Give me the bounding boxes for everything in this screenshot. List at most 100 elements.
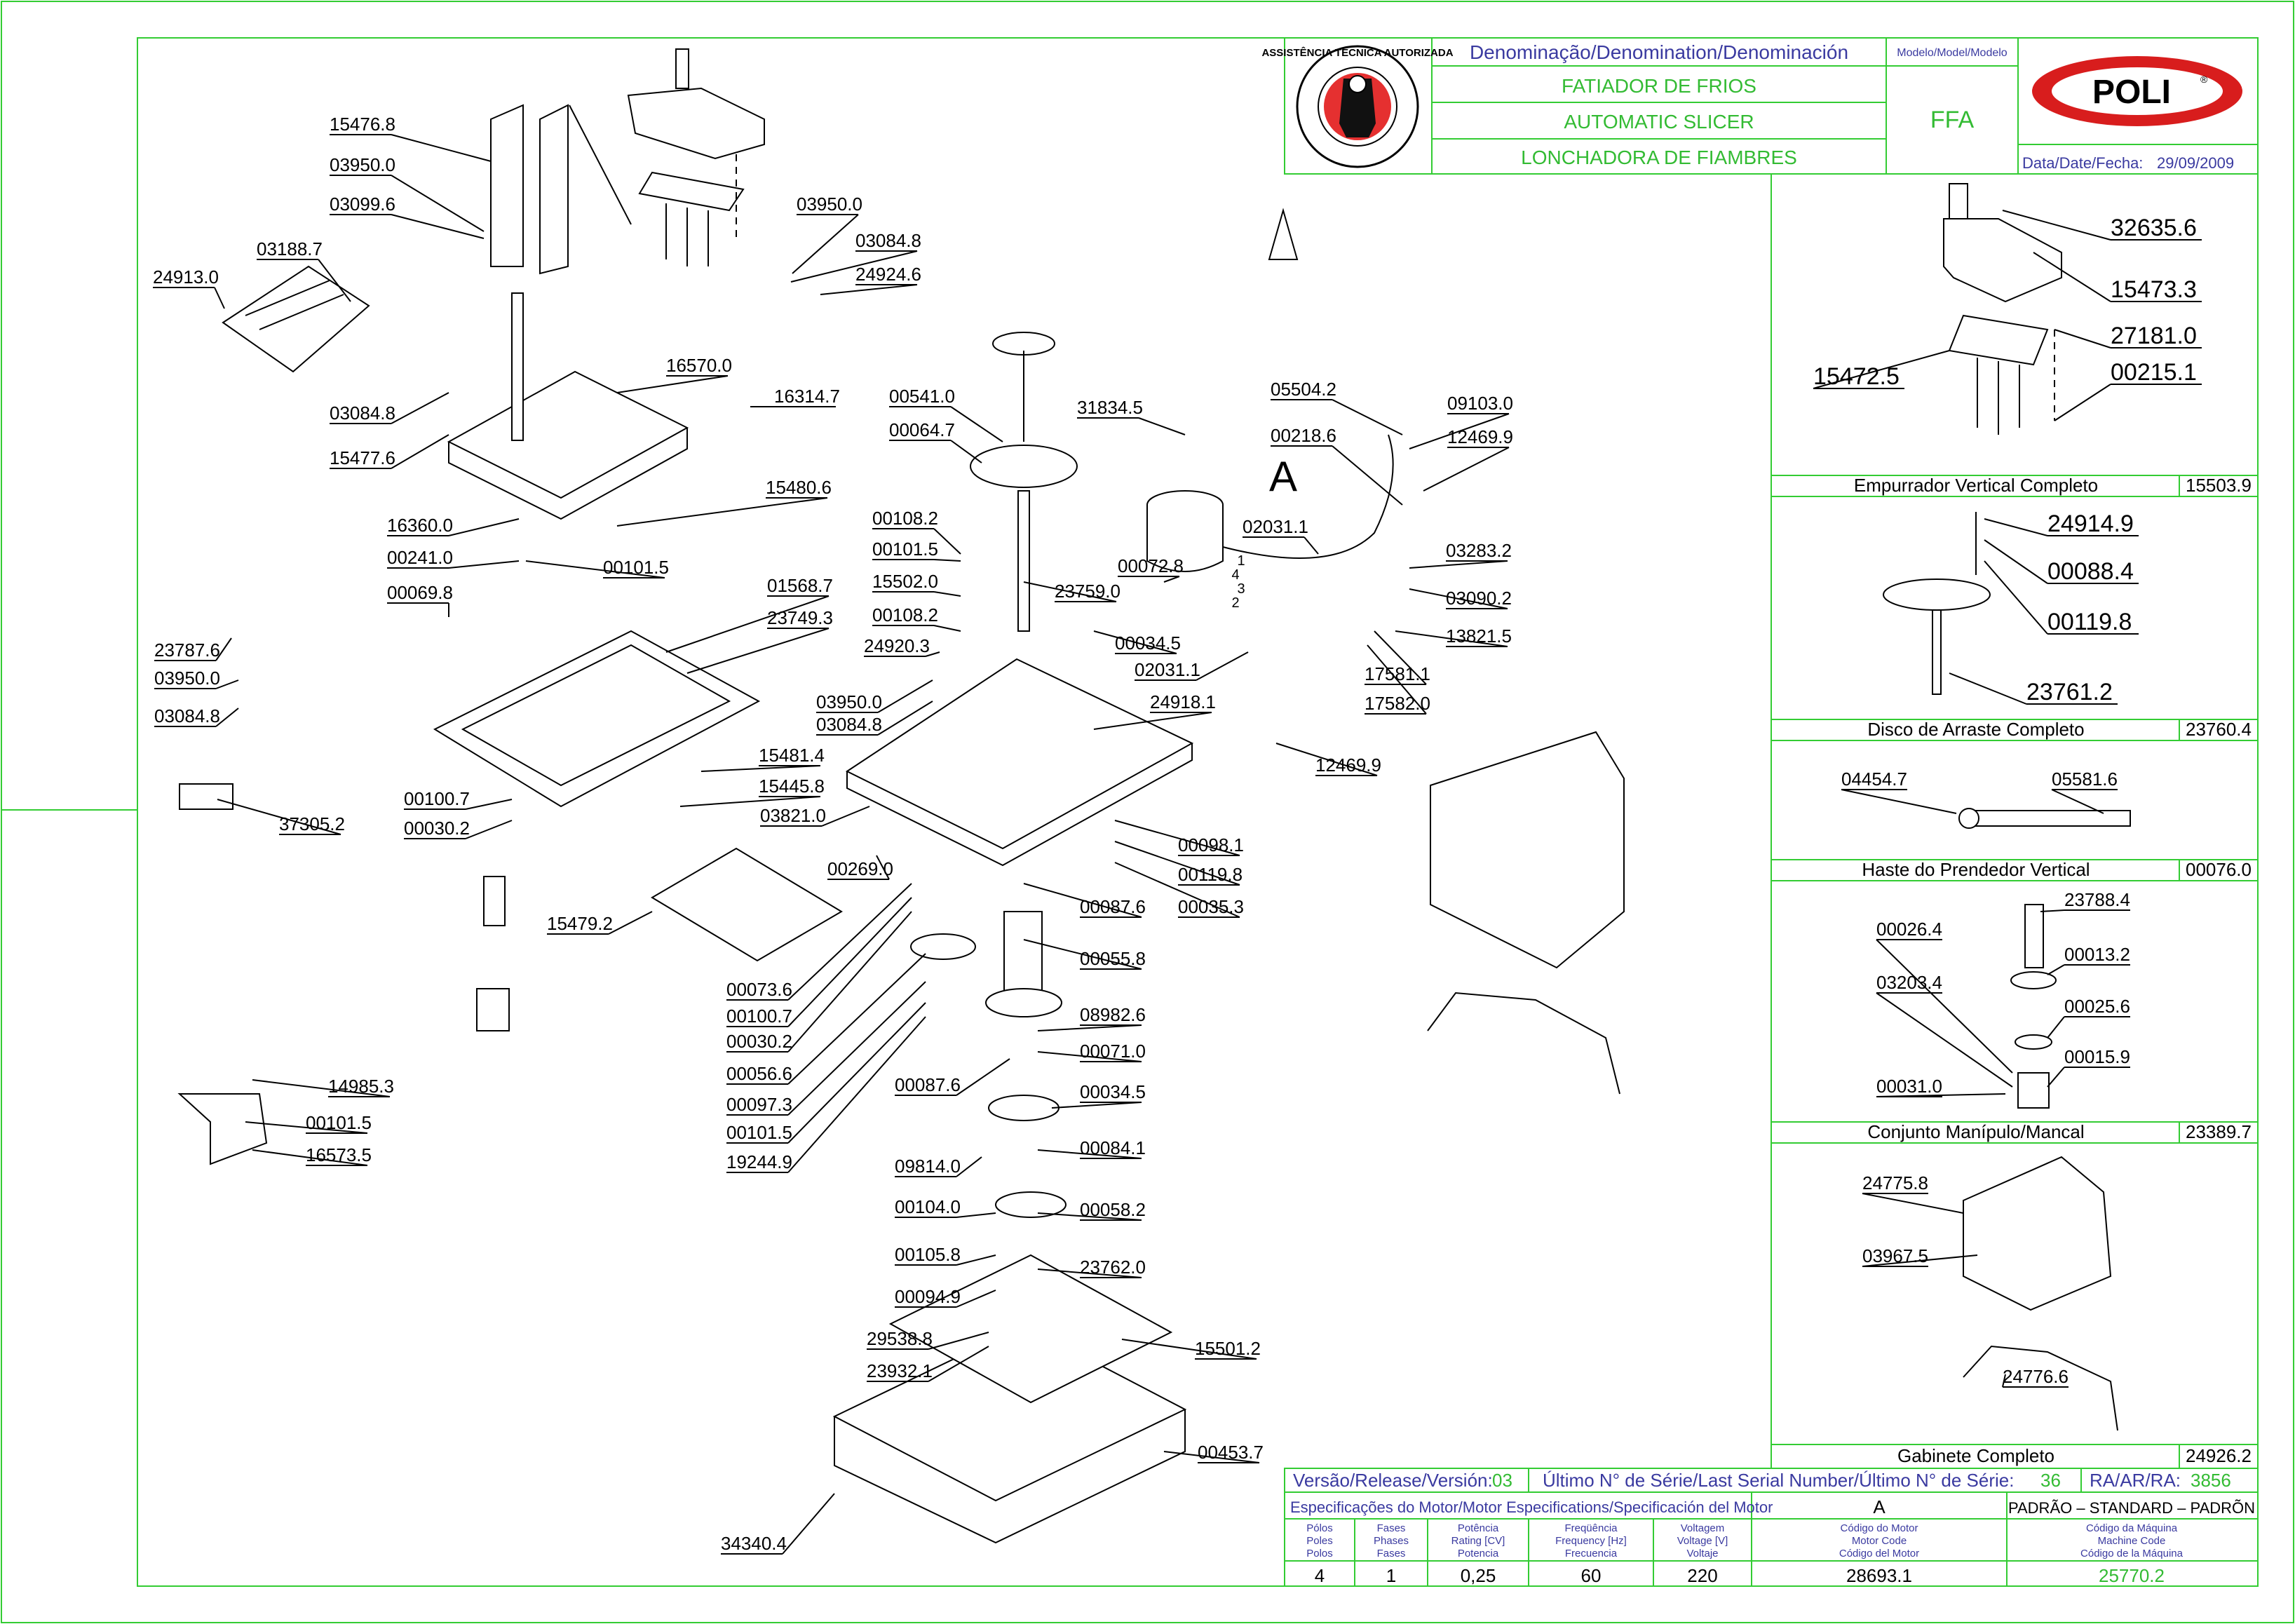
part-callout: 15445.8 [759, 776, 825, 797]
part-callout: 00072.8 [1118, 555, 1184, 576]
leader-line [1275, 743, 1378, 776]
part-callout: 23761.2 [2026, 679, 2113, 705]
serial-value: 36 [2040, 1470, 2061, 1491]
part-callout: 03084.8 [330, 402, 395, 424]
leader-line [215, 637, 232, 661]
spec-header: Código da Máquina [2086, 1522, 2178, 1534]
subassembly-name: Empurrador Vertical Completo [1854, 475, 2098, 496]
part-callout: 05504.2 [1271, 379, 1336, 400]
subassembly-name: Disco de Arraste Completo [1867, 719, 2084, 740]
part-callout: 00013.2 [2064, 944, 2130, 965]
part-callout: 00215.1 [2111, 359, 2197, 386]
part-callout: 23787.6 [154, 640, 220, 661]
part-callout: 00088.4 [2047, 558, 2134, 585]
leader-line [787, 981, 926, 1116]
part-callout: 00105.8 [895, 1244, 961, 1265]
leader-line [679, 796, 821, 807]
leader-line [1023, 939, 1142, 970]
spec-header: Machine Code [2098, 1535, 2166, 1547]
leader-line [252, 1149, 368, 1166]
serial-label: Último N° de Série/Last Serial Number/Úl… [1543, 1470, 2014, 1491]
leader-line [787, 897, 912, 1027]
leader-line [1304, 536, 1319, 555]
part-callout: 12469.9 [1447, 426, 1513, 447]
denomination-header: Denominação/Denomination/Denominación [1470, 41, 1848, 63]
part-callout: 00218.6 [1271, 425, 1336, 446]
leader-line [950, 440, 982, 463]
part-callout: 29538.8 [867, 1328, 933, 1349]
leader-line [876, 855, 890, 880]
leader-line [700, 765, 821, 772]
subassembly-name: Gabinete Completo [1897, 1445, 2054, 1466]
part-callout: 34340.4 [721, 1533, 787, 1554]
part-callout: 23788.4 [2064, 889, 2130, 910]
handle-bearing-drawing [2010, 904, 2057, 1109]
leader-line [391, 214, 485, 239]
leader-line [2054, 329, 2111, 349]
leader-line [1949, 672, 2027, 705]
leader-line [925, 651, 940, 657]
part-callout: 03950.0 [816, 691, 882, 712]
version-label: Versão/Release/Versión: [1293, 1470, 1493, 1491]
spec-value: 60 [1581, 1565, 1602, 1586]
part-callout: 00119.8 [2047, 609, 2132, 635]
part-callout: 00064.7 [889, 419, 955, 440]
part-callout: 24913.0 [153, 266, 219, 287]
leader-line [787, 883, 912, 1001]
part-callout: 00025.6 [2064, 996, 2130, 1017]
leader-line [245, 1121, 368, 1134]
leader-line [1138, 417, 1186, 435]
leader-line [391, 134, 492, 162]
part-callout: 16360.0 [387, 515, 453, 536]
leader-line [2002, 1374, 2006, 1388]
vertical-pusher-drawing [1943, 183, 2062, 435]
part-callout: 00034.5 [1115, 632, 1181, 654]
spec-value: 25770.2 [2099, 1565, 2165, 1586]
part-callout: 15473.3 [2111, 276, 2197, 303]
leader-line [956, 1212, 996, 1218]
part-callout: 00541.0 [889, 386, 955, 407]
part-callout: 02031.1 [1243, 516, 1308, 537]
leader-line [877, 679, 933, 713]
leader-line [1374, 630, 1427, 685]
leader-line [1163, 576, 1180, 583]
part-callout: 17582.0 [1365, 693, 1430, 714]
standard-label: PADRÃO – STANDARD – PADRÕN [2008, 1499, 2255, 1517]
part-callout: 15476.8 [330, 114, 395, 135]
part-callout: 15479.2 [547, 913, 613, 934]
leader-line [1093, 630, 1177, 654]
leader-line [928, 1346, 989, 1382]
leader-line [956, 1058, 1010, 1096]
leader-line [787, 911, 912, 1053]
part-callout: 23762.0 [1080, 1257, 1146, 1278]
part-callout: 00031.0 [1876, 1076, 1942, 1097]
part-callout: 00097.3 [726, 1094, 792, 1115]
part-callout: 03099.6 [330, 194, 395, 215]
part-callout: 24775.8 [1862, 1172, 1928, 1193]
leader-line [465, 820, 513, 839]
spec-value: 1 [1386, 1565, 1396, 1586]
date-value: 29/09/2009 [2157, 154, 2234, 172]
leader-line [2033, 252, 2111, 302]
part-callout: 00030.2 [404, 818, 470, 839]
subassembly-code: 23760.4 [2186, 719, 2252, 740]
leader-line [1409, 560, 1508, 569]
part-callout: 03950.0 [154, 668, 220, 689]
spec-header: Fases [1377, 1522, 1406, 1534]
leader-line [933, 591, 961, 597]
part-callout: 03950.0 [330, 154, 395, 175]
leader-line [1114, 841, 1240, 886]
spec-column-headers: PólosPolesPolosFasesPhasesFasesPotênciaR… [1306, 1522, 2183, 1559]
part-callout: 03950.0 [797, 194, 862, 215]
part-callout: 09814.0 [895, 1156, 961, 1177]
part-callout: 00087.6 [1080, 896, 1146, 917]
part-callout: 37305.2 [279, 813, 345, 834]
leader-line [1093, 712, 1212, 730]
part-callout: 08982.6 [1080, 1004, 1146, 1025]
main-exploded-view [177, 48, 1625, 1544]
leader-line [215, 679, 239, 689]
poli-logo: POLI ® [2032, 56, 2242, 126]
leader-line [215, 708, 239, 727]
leader-line [2054, 384, 2111, 421]
